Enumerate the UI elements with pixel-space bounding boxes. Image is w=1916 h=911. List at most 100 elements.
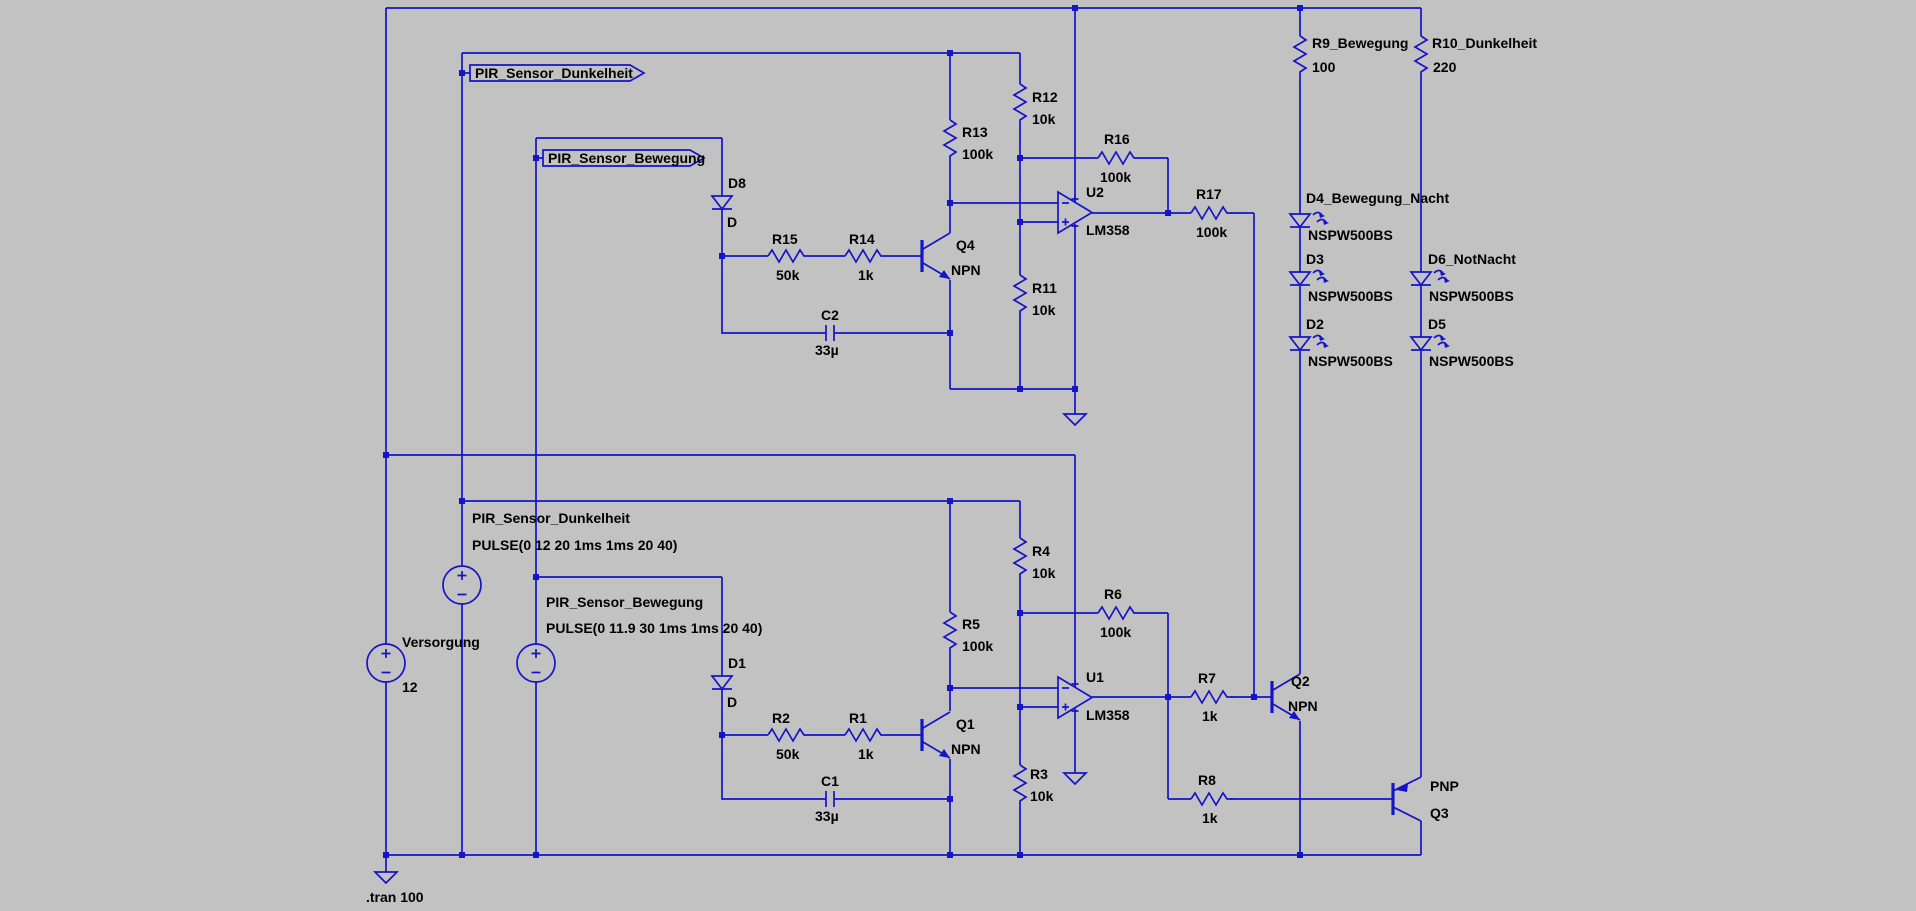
value-R3[interactable]: 10k bbox=[1030, 788, 1054, 804]
label-Q2[interactable]: Q2 bbox=[1291, 673, 1310, 689]
label-Q4[interactable]: Q4 bbox=[956, 237, 975, 253]
resistor-R9[interactable] bbox=[1293, 35, 1307, 77]
resistor-R5[interactable] bbox=[943, 611, 957, 653]
value-R17[interactable]: 100k bbox=[1196, 224, 1228, 240]
resistor-R11[interactable] bbox=[1013, 274, 1027, 316]
label-R11[interactable]: R11 bbox=[1032, 280, 1057, 296]
resistor-R15[interactable] bbox=[767, 249, 811, 263]
led-D6[interactable] bbox=[1410, 269, 1451, 286]
ground-symbol-main[interactable] bbox=[374, 871, 398, 884]
label-R8[interactable]: R8 bbox=[1198, 772, 1216, 788]
label-D2[interactable]: D2 bbox=[1306, 316, 1324, 332]
led-D3[interactable] bbox=[1289, 269, 1330, 286]
transistor-Q1[interactable] bbox=[920, 710, 952, 760]
label-R13[interactable]: R13 bbox=[962, 124, 988, 140]
label-C1[interactable]: C1 bbox=[821, 773, 839, 789]
label-R12[interactable]: R12 bbox=[1032, 89, 1058, 105]
netflag-bewegung-label[interactable]: PIR_Sensor_Bewegung bbox=[548, 150, 706, 166]
value-D8[interactable]: D bbox=[727, 214, 738, 230]
label-R9[interactable]: R9_Bewegung bbox=[1312, 35, 1409, 51]
value-R2[interactable]: 50k bbox=[776, 746, 800, 762]
value-R15[interactable]: 50k bbox=[776, 267, 800, 283]
label-R5[interactable]: R5 bbox=[962, 616, 980, 632]
label-D1[interactable]: D1 bbox=[728, 655, 746, 671]
wire-dunkelheit-net[interactable] bbox=[461, 52, 1021, 855]
value-D3[interactable]: NSPW500BS bbox=[1308, 288, 1393, 304]
resistor-R6[interactable] bbox=[1097, 606, 1141, 620]
label-D5[interactable]: D5 bbox=[1428, 316, 1446, 332]
value-D1[interactable]: D bbox=[727, 694, 738, 710]
value-R10[interactable]: 220 bbox=[1433, 59, 1457, 75]
label-R15[interactable]: R15 bbox=[772, 231, 798, 247]
label-R3[interactable]: R3 bbox=[1030, 766, 1048, 782]
value-R12[interactable]: 10k bbox=[1032, 111, 1056, 127]
label-C2[interactable]: C2 bbox=[821, 307, 839, 323]
label-D3[interactable]: D3 bbox=[1306, 251, 1324, 267]
value-R9[interactable]: 100 bbox=[1312, 59, 1336, 75]
value-Q2[interactable]: NPN bbox=[1288, 698, 1318, 714]
label-U1[interactable]: U1 bbox=[1086, 669, 1104, 685]
value-R4[interactable]: 10k bbox=[1032, 565, 1056, 581]
label-U2[interactable]: U2 bbox=[1086, 184, 1104, 200]
capacitor-C1[interactable] bbox=[825, 790, 835, 808]
netflag-pir-sensor-bewegung[interactable] bbox=[542, 149, 706, 167]
label-Q1[interactable]: Q1 bbox=[956, 716, 975, 732]
ground-symbol-u2[interactable] bbox=[1063, 413, 1087, 426]
value-vsource-bewegung[interactable]: PULSE(0 11.9 30 1ms 1ms 20 40) bbox=[546, 620, 763, 636]
label-R17[interactable]: R17 bbox=[1196, 186, 1222, 202]
value-U1[interactable]: LM358 bbox=[1086, 707, 1130, 723]
vsource-pir-dunkelheit[interactable] bbox=[442, 565, 482, 605]
label-D8[interactable]: D8 bbox=[728, 175, 746, 191]
value-Q4[interactable]: NPN bbox=[951, 262, 981, 278]
value-R5[interactable]: 100k bbox=[962, 638, 994, 654]
value-R8[interactable]: 1k bbox=[1202, 810, 1218, 826]
value-D5[interactable]: NSPW500BS bbox=[1429, 353, 1514, 369]
transistor-Q4[interactable] bbox=[920, 231, 952, 281]
value-C2[interactable]: 33µ bbox=[815, 342, 839, 358]
resistor-R10[interactable] bbox=[1414, 35, 1428, 77]
led-D2[interactable] bbox=[1289, 334, 1330, 351]
capacitor-C2[interactable] bbox=[825, 324, 835, 342]
netflag-dunkelheit-label[interactable]: PIR_Sensor_Dunkelheit bbox=[475, 65, 633, 81]
spice-directive[interactable]: .tran 100 bbox=[366, 889, 424, 905]
resistor-R2[interactable] bbox=[767, 728, 811, 742]
resistor-R4[interactable] bbox=[1013, 537, 1027, 579]
resistor-R12[interactable] bbox=[1013, 83, 1027, 125]
label-R4[interactable]: R4 bbox=[1032, 543, 1050, 559]
label-R10[interactable]: R10_Dunkelheit bbox=[1432, 35, 1538, 51]
label-D4[interactable]: D4_Bewegung_Nacht bbox=[1306, 190, 1450, 206]
label-R2[interactable]: R2 bbox=[772, 710, 790, 726]
wire-bewegung-net[interactable] bbox=[535, 137, 723, 855]
resistor-R17[interactable] bbox=[1190, 206, 1234, 220]
value-vsource-versorgung[interactable]: 12 bbox=[402, 679, 418, 695]
value-R14[interactable]: 1k bbox=[858, 267, 874, 283]
label-vsource-dunkelheit[interactable]: PIR_Sensor_Dunkelheit bbox=[472, 510, 630, 526]
resistor-R16[interactable] bbox=[1097, 151, 1141, 165]
vsource-versorgung[interactable] bbox=[366, 643, 406, 683]
label-R6[interactable]: R6 bbox=[1104, 586, 1122, 602]
label-D6[interactable]: D6_NotNacht bbox=[1428, 251, 1516, 267]
value-R16[interactable]: 100k bbox=[1100, 169, 1132, 185]
value-R11[interactable]: 10k bbox=[1032, 302, 1056, 318]
ground-symbol-u1[interactable] bbox=[1063, 772, 1087, 785]
netflag-pir-sensor-dunkelheit[interactable] bbox=[469, 64, 646, 82]
led-D4[interactable] bbox=[1289, 211, 1330, 228]
resistor-R8[interactable] bbox=[1190, 792, 1234, 806]
value-Q1[interactable]: NPN bbox=[951, 741, 981, 757]
vsource-pir-bewegung[interactable] bbox=[516, 643, 556, 683]
diode-D8[interactable] bbox=[711, 195, 733, 210]
value-D4[interactable]: NSPW500BS bbox=[1308, 227, 1393, 243]
wire-supply-net[interactable] bbox=[385, 8, 1076, 855]
wire-channel1-internal[interactable] bbox=[721, 124, 1255, 697]
label-R16[interactable]: R16 bbox=[1104, 131, 1130, 147]
value-D6[interactable]: NSPW500BS bbox=[1429, 288, 1514, 304]
label-R7[interactable]: R7 bbox=[1198, 670, 1216, 686]
value-vsource-dunkelheit[interactable]: PULSE(0 12 20 1ms 1ms 20 40) bbox=[472, 537, 678, 553]
value-R1[interactable]: 1k bbox=[858, 746, 874, 762]
resistor-R14[interactable] bbox=[844, 249, 888, 263]
resistor-R7[interactable] bbox=[1190, 690, 1234, 704]
value-C1[interactable]: 33µ bbox=[815, 808, 839, 824]
value-R13[interactable]: 100k bbox=[962, 146, 994, 162]
resistor-R13[interactable] bbox=[943, 119, 957, 161]
value-R6[interactable]: 100k bbox=[1100, 624, 1132, 640]
